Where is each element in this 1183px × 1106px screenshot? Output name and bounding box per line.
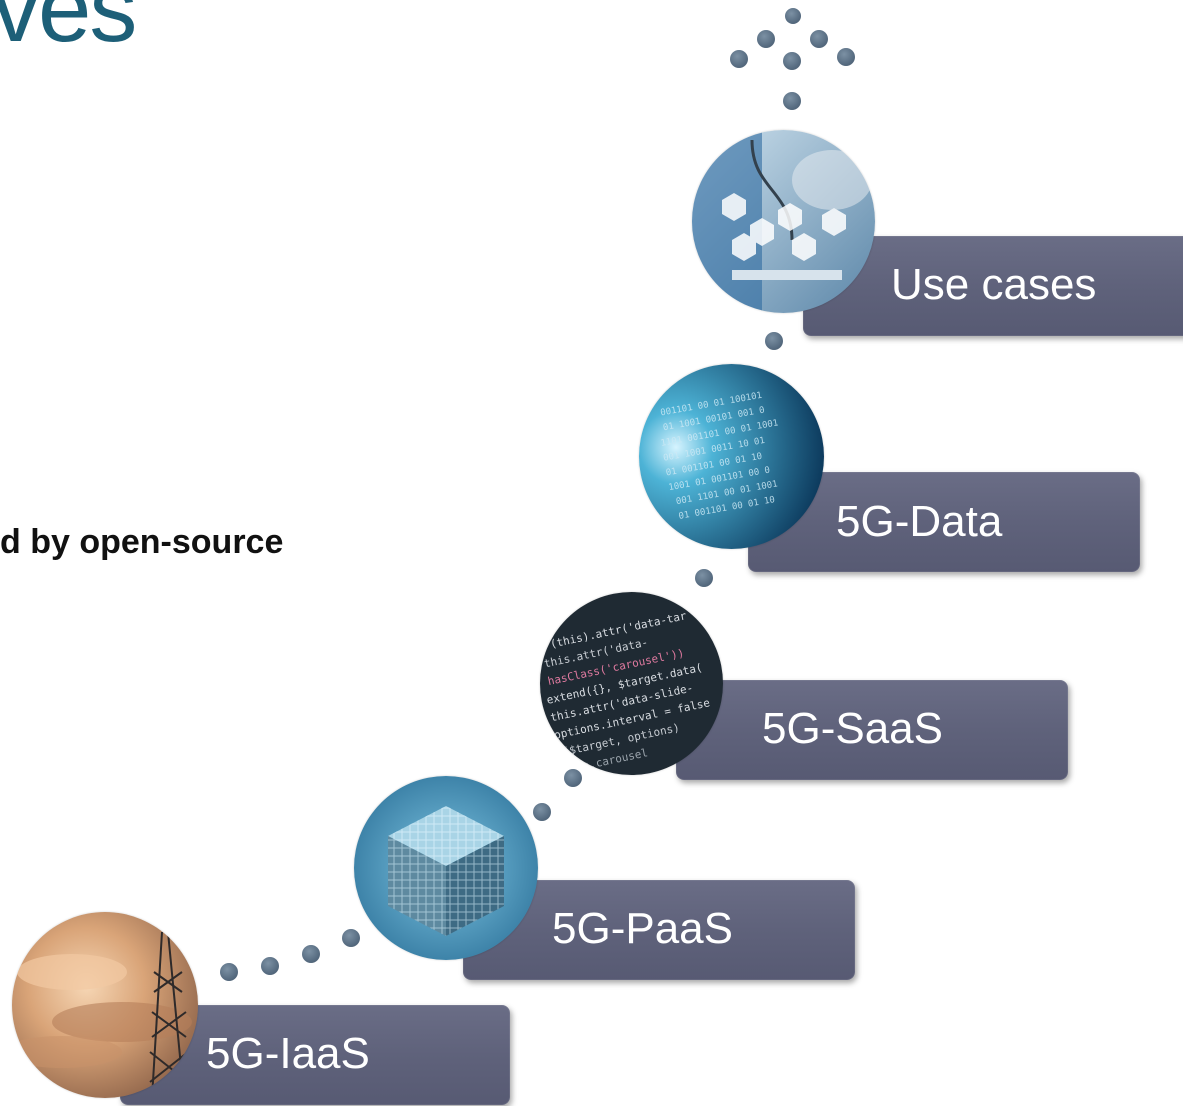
step-label: 5G-PaaS xyxy=(552,904,733,953)
dot xyxy=(810,30,828,48)
dot xyxy=(765,332,783,350)
step-label: 5G-Data xyxy=(836,497,1003,546)
dot xyxy=(783,92,801,110)
dot xyxy=(785,8,801,24)
step-label: Use cases xyxy=(891,260,1097,309)
dot xyxy=(783,52,801,70)
dot xyxy=(730,50,748,68)
page-title: ves xyxy=(0,0,137,62)
dot xyxy=(342,929,360,947)
dot xyxy=(757,30,775,48)
dot xyxy=(837,48,855,66)
dot xyxy=(564,769,582,787)
dot xyxy=(220,963,238,981)
page-subtitle: d by open-source xyxy=(0,523,284,561)
dot xyxy=(533,803,551,821)
dot xyxy=(261,957,279,975)
step-label: 5G-IaaS xyxy=(206,1029,370,1078)
step-box xyxy=(676,680,1068,780)
binary-data-image: 001101 00 01 100101 01 1001 00101 001 0 … xyxy=(639,364,824,549)
cube-grid-image xyxy=(354,776,538,960)
healthcare-image xyxy=(692,130,875,313)
sunset-tower-image xyxy=(12,912,198,1098)
step-label: 5G-SaaS xyxy=(762,704,943,753)
dot xyxy=(695,569,713,587)
code-screen-image: (this).attr('data-tar this.attr('data- h… xyxy=(540,592,723,775)
dot xyxy=(302,945,320,963)
